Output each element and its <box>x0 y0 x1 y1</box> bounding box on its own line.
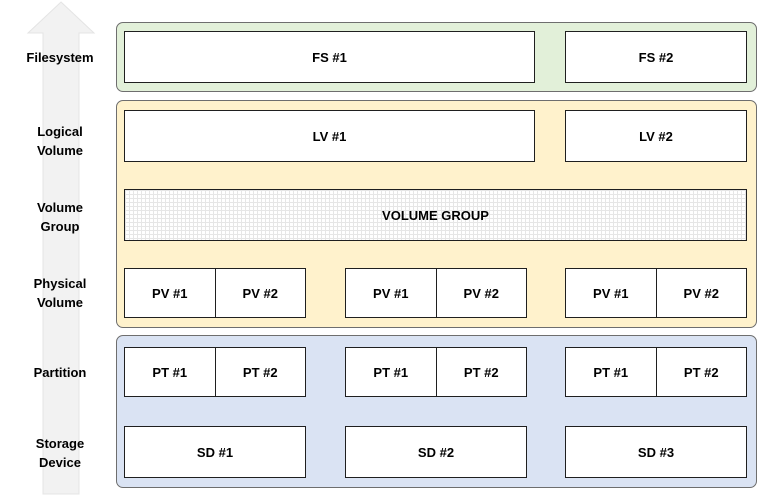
pv-box: PV #1 <box>593 285 629 301</box>
pv-box: PV #2 <box>655 269 747 317</box>
pv-box: PV #2 <box>214 269 306 317</box>
pt-box: PT #1 <box>373 364 409 380</box>
pv-box: PV #2 <box>435 269 527 317</box>
pt-box: PT #2 <box>214 348 306 396</box>
pt-group: PT #1 PT #2 <box>345 347 527 397</box>
layer-label-logical-volume: Logical Volume <box>37 124 83 158</box>
layer-label-storage-device: Storage Device <box>35 436 85 470</box>
layer-label-filesystem: Filesystem <box>26 50 94 65</box>
lv-box: LV #1 <box>124 110 535 162</box>
pv-group: PV #1 PV #2 <box>345 268 527 318</box>
pv-box: PV #1 <box>152 285 188 301</box>
layer-label-volume-group: Volume Group <box>37 200 83 234</box>
sd-box: SD #3 <box>565 426 747 478</box>
sd-box: SD #1 <box>124 426 306 478</box>
upward-arrow-icon <box>26 1 96 495</box>
pt-box: PT #1 <box>593 364 629 380</box>
volume-group-box: VOLUME GROUP <box>124 189 747 241</box>
fs-box: FS #2 <box>565 31 747 83</box>
fs-box: FS #1 <box>124 31 535 83</box>
pt-box: PT #1 <box>152 364 188 380</box>
lv-box: LV #2 <box>565 110 747 162</box>
pv-group: PV #1 PV #2 <box>565 268 747 318</box>
layer-label-physical-volume: Physical Volume <box>33 276 87 310</box>
pt-box: PT #2 <box>655 348 747 396</box>
sd-box: SD #2 <box>345 426 527 478</box>
pv-group: PV #1 PV #2 <box>124 268 306 318</box>
layer-label-partition: Partition <box>33 365 87 380</box>
pt-group: PT #1 PT #2 <box>565 347 747 397</box>
pt-box: PT #2 <box>435 348 527 396</box>
pv-box: PV #1 <box>373 285 409 301</box>
pt-group: PT #1 PT #2 <box>124 347 306 397</box>
